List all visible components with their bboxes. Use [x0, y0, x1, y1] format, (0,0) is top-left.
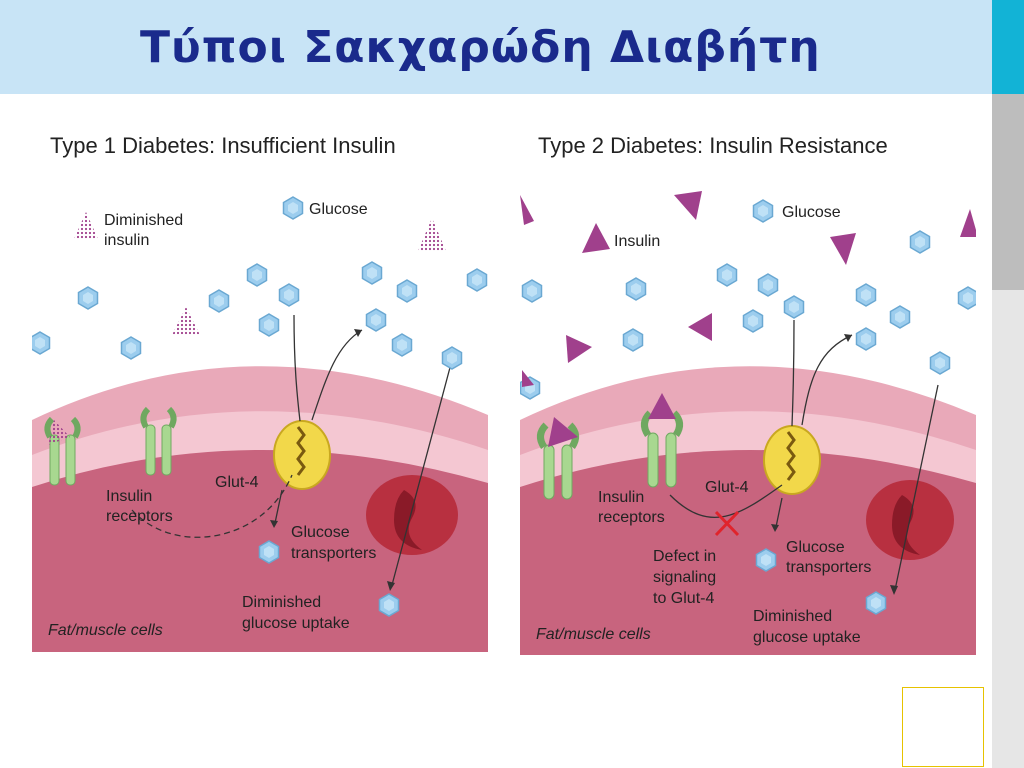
label-glut4: Glut-4 — [215, 474, 259, 491]
panel1-heading: Type 1 Diabetes: Insufficient Insulin — [50, 133, 396, 158]
label-transporters-1: Glucose — [786, 539, 845, 556]
label-receptors-2: receptors — [598, 509, 665, 526]
label-receptors-1: Insulin — [106, 488, 152, 505]
label-uptake-2: glucose uptake — [753, 629, 861, 646]
uptake-arrow — [311, 329, 363, 421]
label-cells: Fat/muscle cells — [48, 622, 163, 639]
label-transporters-2: transporters — [291, 545, 376, 562]
insulin-molecule — [548, 417, 578, 447]
label-diminished-insulin-2: insulin — [104, 232, 149, 249]
label-glut4: Glut-4 — [705, 479, 749, 496]
rail-scroll-thumb[interactable] — [992, 94, 1024, 290]
label-insulin: Insulin — [614, 233, 660, 250]
insulin-dots — [48, 420, 70, 445]
type2-diagram: Type 2 Diabetes: Insulin Resistance Insu… — [520, 115, 976, 655]
insulin-receptor-left — [44, 416, 81, 486]
label-defect-1: Defect in — [653, 548, 716, 565]
insulin-dots-legend — [74, 212, 98, 239]
insulin-molecules — [520, 191, 976, 387]
cell-interior — [520, 449, 976, 655]
signal-arrow — [131, 474, 293, 538]
type1-diagram-svg: Type 1 Diabetes: Insufficient Insulin Di… — [32, 115, 488, 652]
label-receptors-2: receptors — [106, 508, 173, 525]
insulin-receptor-right — [641, 410, 683, 488]
defect-x-icon — [714, 510, 740, 537]
glut4-transporter — [763, 425, 821, 495]
label-glucose: Glucose — [782, 204, 841, 221]
label-cells: Fat/muscle cells — [536, 626, 651, 643]
label-defect-2: signaling — [653, 569, 716, 586]
insulin-dots — [172, 307, 200, 335]
signal-arrow — [669, 484, 783, 519]
insulin-dots — [418, 218, 446, 251]
label-transporters-1: Glucose — [291, 524, 350, 541]
label-uptake-1: Diminished — [753, 608, 832, 625]
label-receptors-1: Insulin — [598, 489, 644, 506]
label-transporters-2: transporters — [786, 559, 871, 576]
type1-diagram: Type 1 Diabetes: Insufficient Insulin Di… — [32, 115, 488, 652]
diminished-arrow — [894, 384, 939, 591]
rail-accent-top — [992, 0, 1024, 94]
uptake-arrow — [801, 334, 853, 426]
label-uptake-1: Diminished — [242, 594, 321, 611]
panel2-heading: Type 2 Diabetes: Insulin Resistance — [538, 133, 888, 158]
diminished-arrow — [391, 359, 453, 586]
glut4-transporter — [273, 420, 331, 490]
title-bar — [0, 0, 992, 94]
corner-box — [902, 687, 984, 767]
type2-diagram-svg: Type 2 Diabetes: Insulin Resistance Insu… — [520, 115, 976, 655]
label-uptake-2: glucose uptake — [242, 615, 350, 632]
insulin-receptor-right — [140, 406, 177, 476]
label-diminished-insulin-1: Diminished — [104, 212, 183, 229]
slide-title: Τύποι Σακχαρώδη Διαβήτη — [140, 22, 821, 73]
label-defect-3: to Glut-4 — [653, 590, 714, 607]
insulin-molecule — [648, 393, 676, 419]
rail-track — [992, 290, 1024, 768]
right-rail — [992, 0, 1024, 768]
label-glucose: Glucose — [309, 201, 368, 218]
